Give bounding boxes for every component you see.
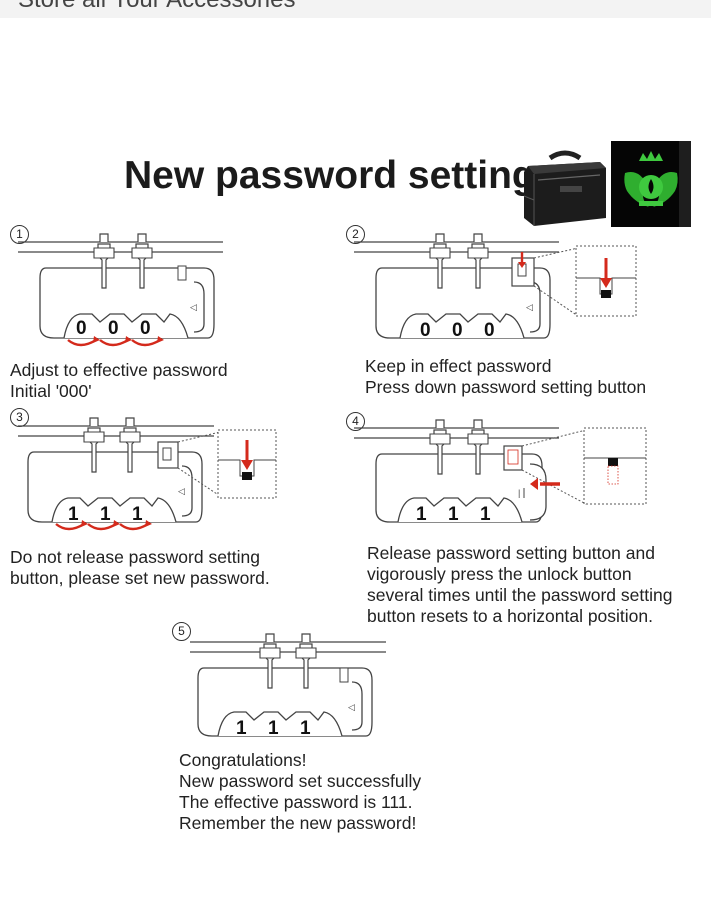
caption-line: Initial '000' (10, 381, 92, 401)
step-1-caption: Adjust to effective password Initial '00… (10, 360, 228, 402)
caption-line: Do not release password setting (10, 547, 260, 567)
digit-1: 1 (236, 718, 247, 739)
step-2-number: 2 (346, 225, 365, 244)
digit-1: 1 (416, 504, 427, 525)
step-1-number: 1 (10, 225, 29, 244)
lock-diagram-2: ◁ 0 0 0 (354, 233, 637, 341)
caption-line: vigorously press the unlock button (367, 564, 632, 584)
page-title: New password settings (124, 154, 558, 197)
digit-2: 1 (100, 504, 111, 525)
digit-3: 0 (140, 318, 151, 339)
lock-diagram-4: | 1 1 1 (354, 419, 647, 525)
step-5-number: 5 (172, 622, 191, 641)
rotate-arrow-icon (67, 338, 161, 347)
step-2-caption: Keep in effect password Press down passw… (365, 356, 646, 398)
digit-1: 0 (76, 318, 87, 339)
digit-2: 1 (448, 504, 459, 525)
caption-line: Adjust to effective password (10, 360, 228, 380)
svg-text:|: | (518, 488, 520, 498)
lock-diagram-5: ◁ 1 1 1 (190, 633, 386, 739)
svg-text:◁: ◁ (178, 486, 185, 496)
digit-3: 1 (300, 718, 311, 739)
caption-line: The effective password is 111. (179, 792, 413, 812)
step-4-caption: Release password setting button and vigo… (367, 543, 672, 627)
lock-diagram-1: ◁ 0 0 0 (18, 233, 223, 347)
digit-1: 0 (420, 320, 431, 341)
caption-line: several times until the password setting (367, 585, 673, 605)
digit-2: 0 (108, 318, 119, 339)
step-4-number: 4 (346, 412, 365, 431)
caption-line: Remember the new password! (179, 813, 417, 833)
caption-line: Release password setting button and (367, 543, 655, 563)
logo-bag-image (611, 141, 691, 227)
svg-text:◁: ◁ (348, 702, 355, 712)
digit-3: 0 (484, 320, 495, 341)
step-3-caption: Do not release password setting button, … (10, 547, 270, 589)
case-image (523, 150, 606, 226)
digit-1: 1 (68, 504, 79, 525)
svg-text:◁: ◁ (190, 302, 197, 312)
top-banner: Store all Your Accessories (0, 0, 711, 18)
step-5-caption: Congratulations! New password set succes… (179, 750, 421, 834)
caption-line: Congratulations! (179, 750, 307, 770)
digit-3: 1 (480, 504, 491, 525)
caption-line: Keep in effect password (365, 356, 552, 376)
caption-line: Press down password setting button (365, 377, 647, 397)
banner-text: Store all Your Accessories (18, 0, 296, 14)
caption-line: button, please set new password. (10, 568, 270, 588)
svg-text:◁: ◁ (526, 302, 533, 312)
digit-2: 1 (268, 718, 279, 739)
caption-line: New password set successfully (179, 771, 422, 791)
caption-line: button resets to a horizontal position. (367, 606, 654, 626)
digit-2: 0 (452, 320, 463, 341)
lock-diagram-3: ◁ 1 1 1 (18, 417, 277, 531)
digit-3: 1 (132, 504, 143, 525)
